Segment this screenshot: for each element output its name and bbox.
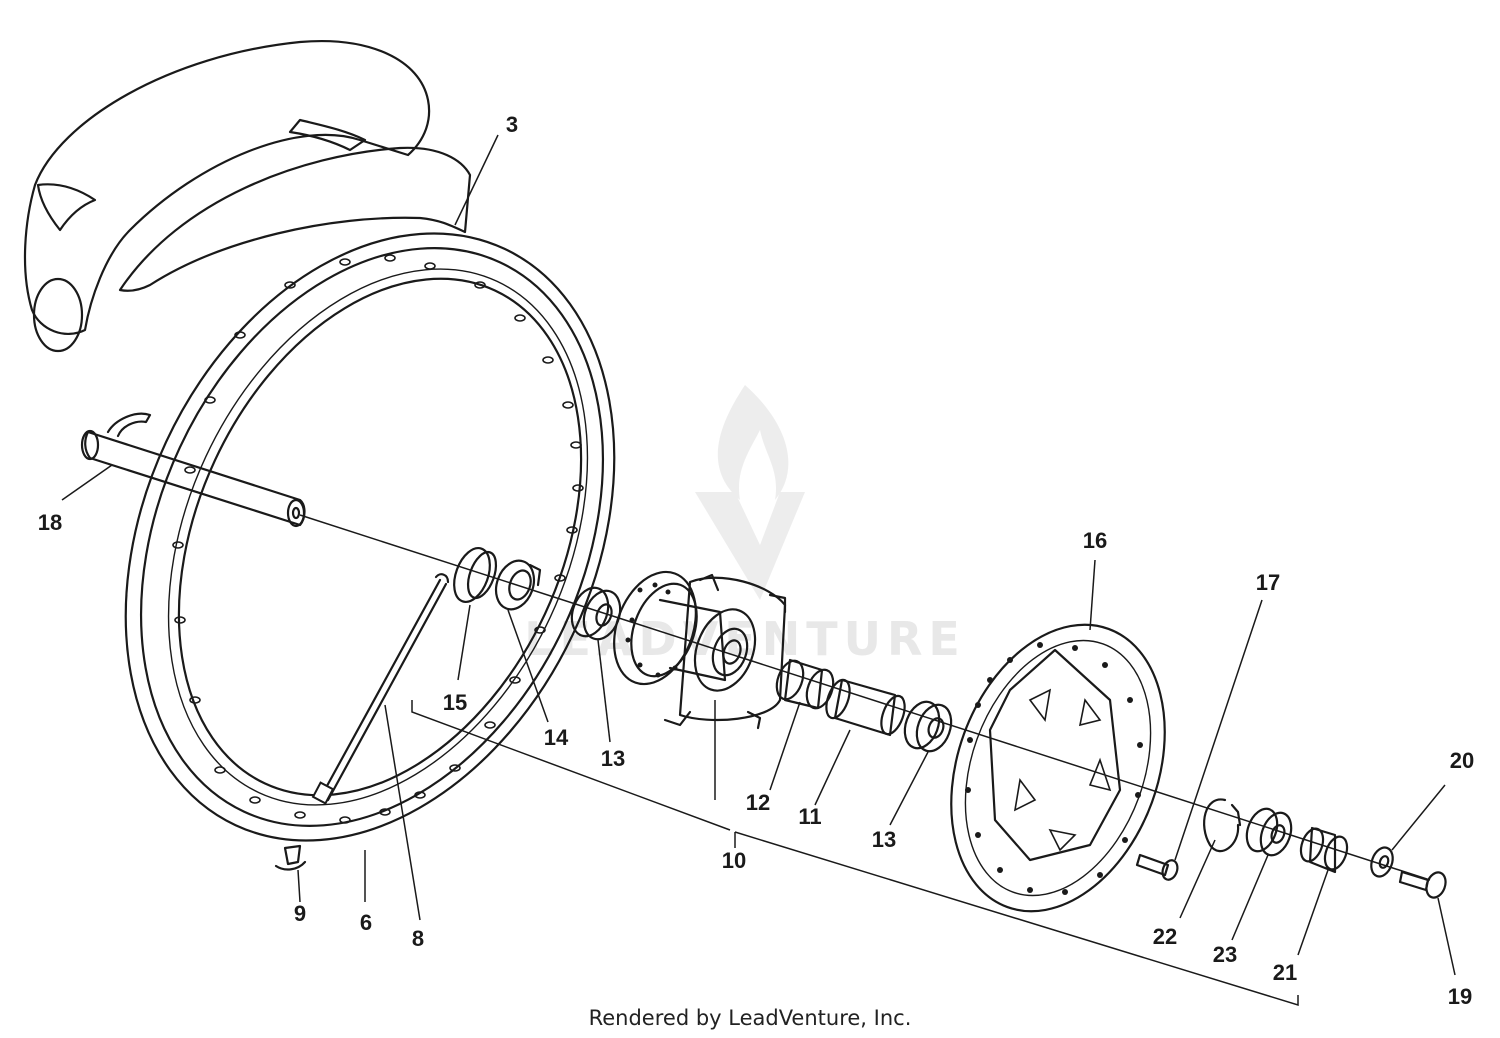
spoke-holes xyxy=(172,254,584,824)
disc-bolt xyxy=(1135,853,1179,881)
bearing-23 xyxy=(1245,807,1293,857)
valve-stem xyxy=(274,844,307,871)
assembly-bracket xyxy=(411,700,1299,1007)
sleeve-11 xyxy=(825,678,906,737)
label-16: 16 xyxy=(1083,528,1107,553)
label-8: 8 xyxy=(412,926,424,951)
seal-14 xyxy=(494,559,542,611)
tire xyxy=(23,40,431,353)
label-3: 3 xyxy=(506,112,518,137)
label-13-left: 13 xyxy=(601,746,625,771)
label-19: 19 xyxy=(1448,984,1472,1009)
hub xyxy=(613,570,787,730)
label-10: 10 xyxy=(722,848,746,873)
rim-tape xyxy=(118,146,472,292)
axle xyxy=(80,412,306,528)
label-6: 6 xyxy=(360,910,372,935)
label-11: 11 xyxy=(798,804,821,829)
spacer-15 xyxy=(453,547,498,603)
label-21: 21 xyxy=(1273,960,1297,985)
render-credit: Rendered by LeadVenture, Inc. xyxy=(588,1006,912,1030)
part-labels: 3 18 15 14 13 12 11 13 10 16 17 20 22 23… xyxy=(38,112,1474,1009)
label-20: 20 xyxy=(1450,748,1474,773)
rim xyxy=(124,232,616,842)
spacer-21 xyxy=(1299,826,1349,874)
label-14: 14 xyxy=(544,725,569,750)
label-13-right: 13 xyxy=(872,827,896,852)
label-18: 18 xyxy=(38,510,62,535)
brake-disc xyxy=(950,623,1166,913)
leadventure-watermark: LEADVENTURE xyxy=(524,385,960,666)
label-22: 22 xyxy=(1153,924,1177,949)
label-17: 17 xyxy=(1256,570,1280,595)
label-9: 9 xyxy=(294,901,306,926)
bearing-13-right xyxy=(903,700,953,753)
bushing-12 xyxy=(775,658,835,710)
washer xyxy=(1370,846,1394,878)
label-23: 23 xyxy=(1213,942,1237,967)
label-12: 12 xyxy=(746,790,770,815)
spoke xyxy=(311,573,450,805)
axle-bolt xyxy=(1398,870,1447,899)
label-15: 15 xyxy=(443,690,467,715)
circlip xyxy=(1203,798,1242,853)
